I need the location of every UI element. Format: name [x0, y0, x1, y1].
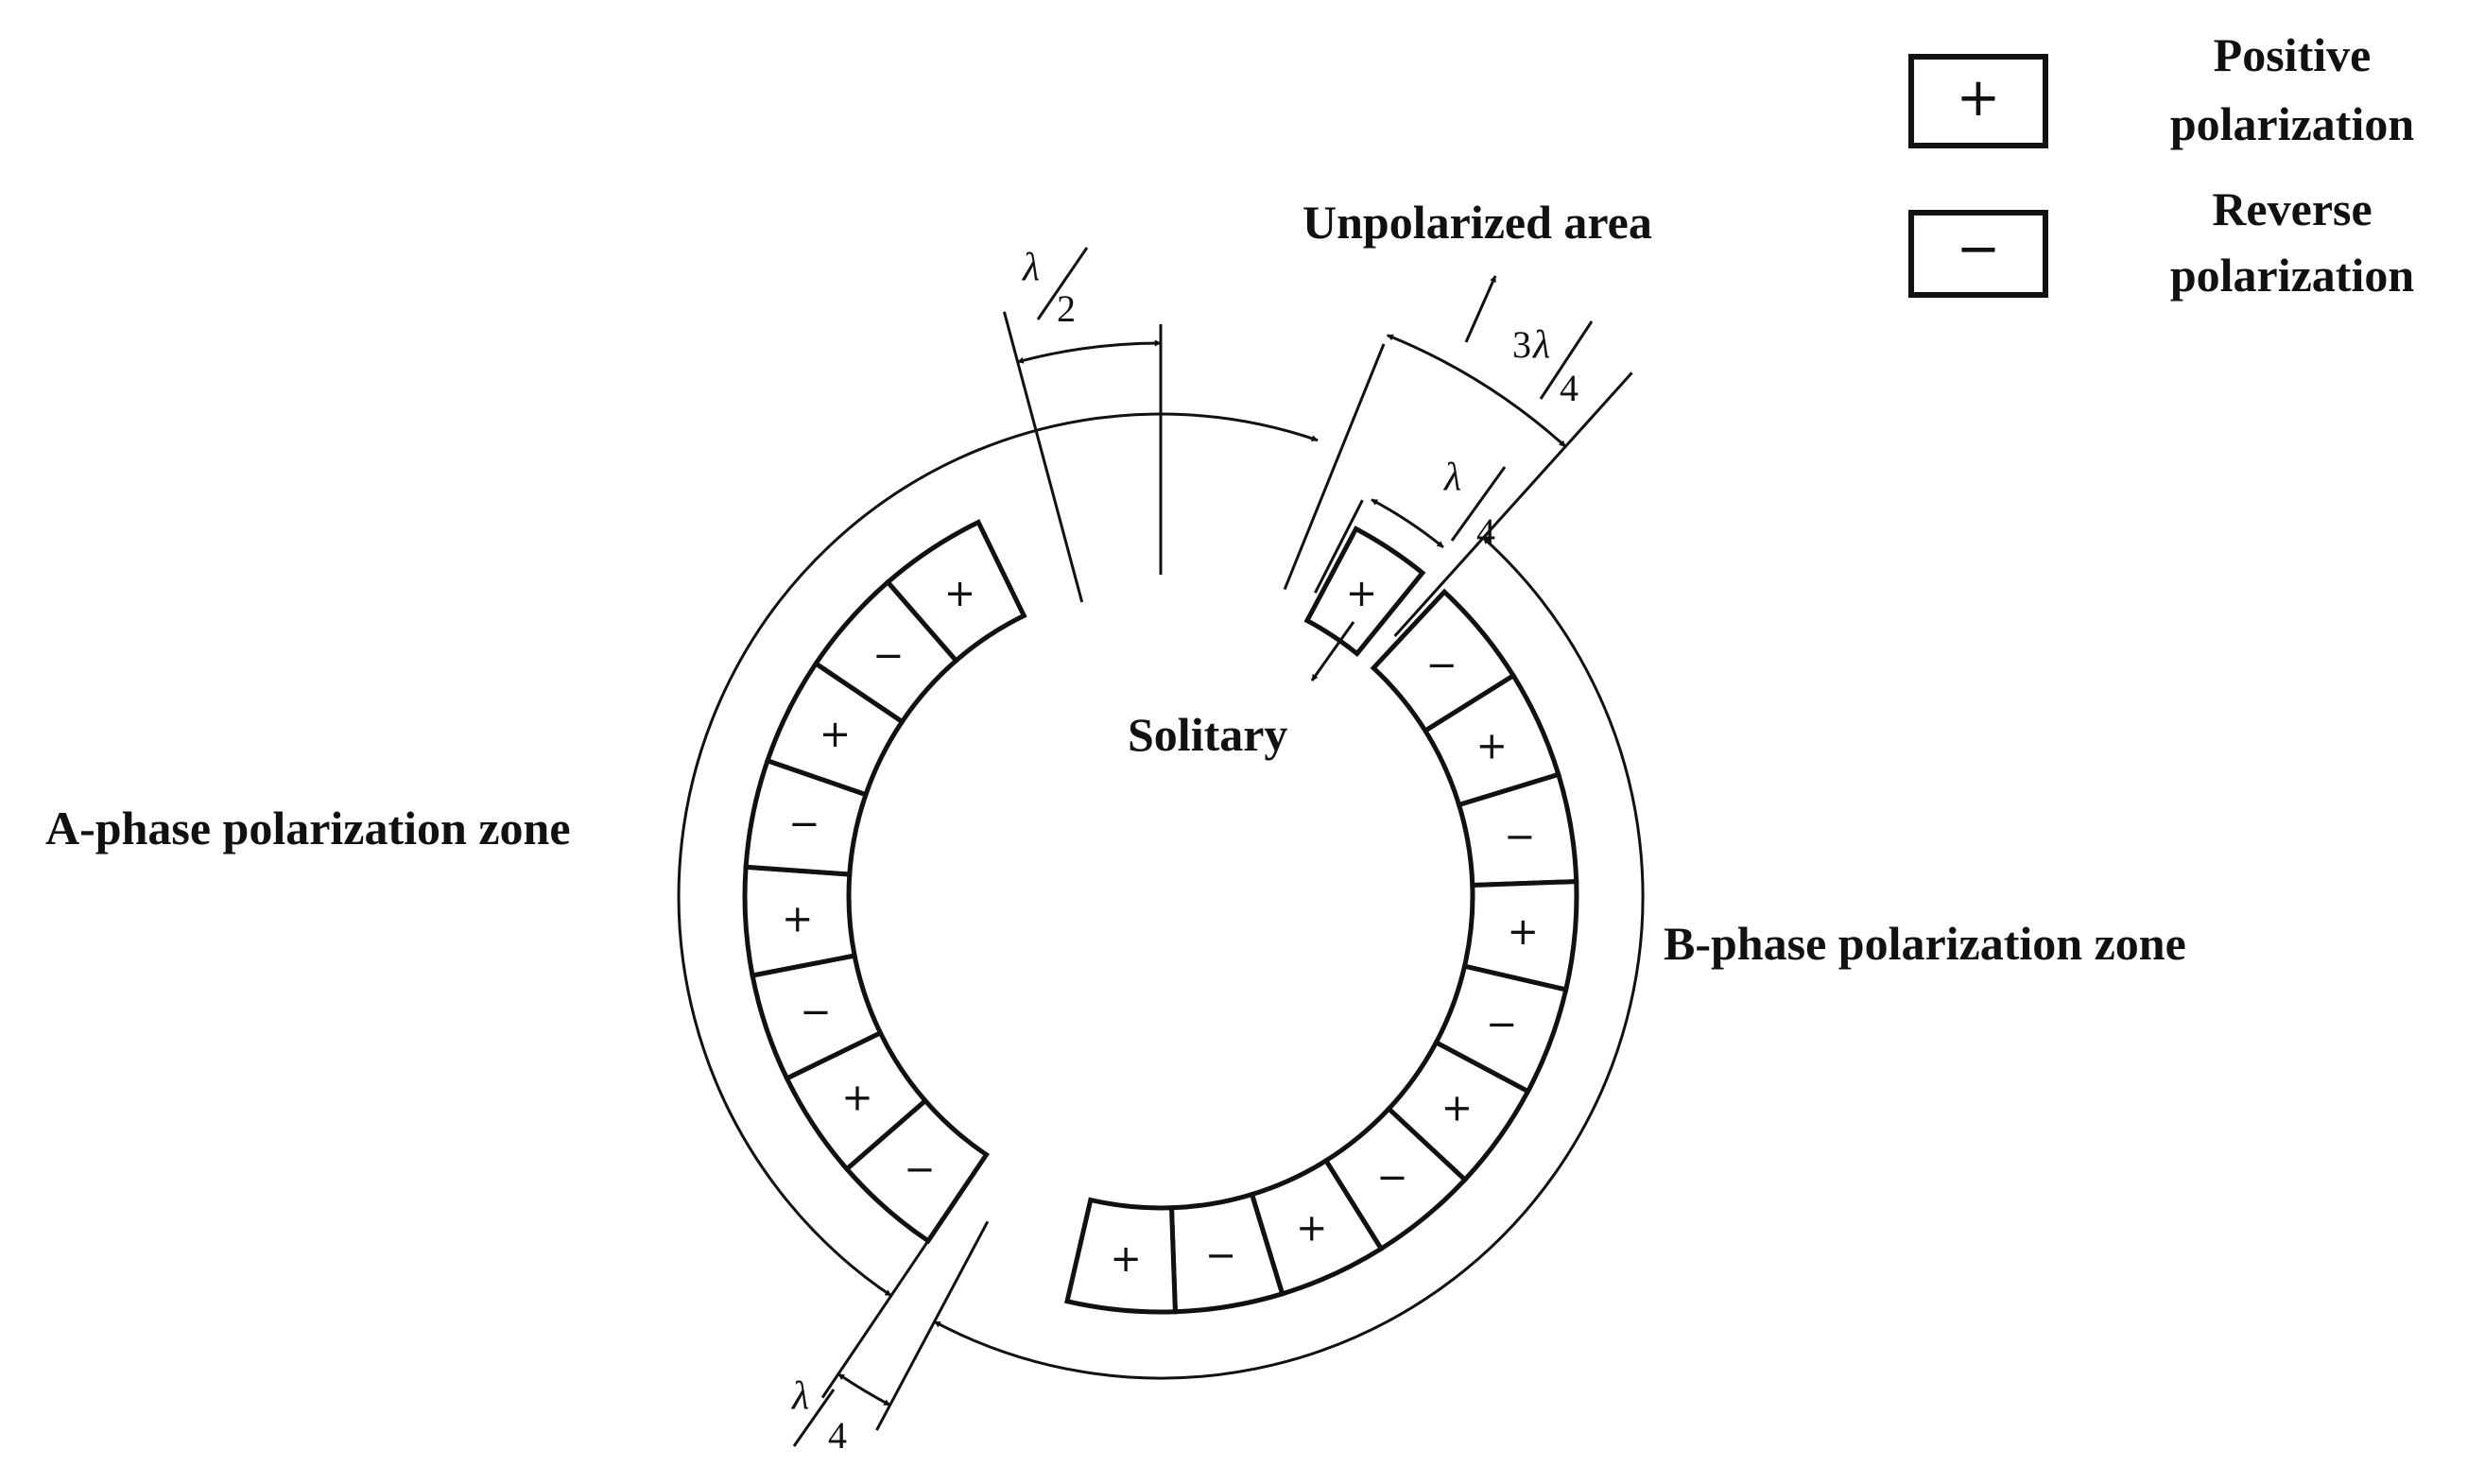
solitary-left-line	[1314, 499, 1364, 594]
b-phase-start-line	[1393, 371, 1633, 638]
a-phase-segment-sign: −	[788, 802, 820, 846]
a-phase-segment-sign: −	[904, 1148, 936, 1191]
quarter-wave-fraction-bar	[1450, 466, 1507, 542]
three-quarter-label: 3 λ 4	[1512, 320, 1594, 409]
half-wave-lambda: λ	[1021, 246, 1040, 289]
solitary-segment-sign: +	[1346, 572, 1378, 615]
quarter-wave-label: λ 4	[1442, 456, 1507, 553]
half-wave-fraction-bar	[1036, 247, 1089, 320]
a-phase-segment-sign: +	[782, 898, 814, 941]
b-phase-segments: −+−+−+−+−+	[1064, 588, 1579, 1315]
legend-positive-symbol: +	[1957, 67, 2001, 129]
half-wave-label: λ 2	[1021, 246, 1089, 330]
b-phase-zone-label: B-phase polarization zone	[1664, 917, 2186, 970]
three-quarter-dimension-arc	[1387, 334, 1567, 448]
bottom-quarter-denominator: 4	[828, 1414, 847, 1457]
quarter-wave-lambda: λ	[1442, 456, 1461, 499]
b-phase-segment-sign: +	[1507, 910, 1539, 954]
bottom-gap-line-b	[875, 1220, 990, 1431]
three-quarter-fraction-bar	[1539, 320, 1594, 400]
a-phase-segment-sign: +	[841, 1077, 873, 1120]
half-wave-denominator: 2	[1057, 287, 1076, 330]
b-phase-segment-sign: −	[1486, 1003, 1518, 1046]
legend: + Positive polarization − Reverse polari…	[1908, 28, 2415, 302]
legend-reverse-line1: Reverse	[2212, 182, 2372, 235]
bottom-quarter-fraction-bar	[792, 1389, 836, 1447]
a-phase-zone-arc	[677, 412, 1319, 1298]
bottom-quarter-dimension-arc	[837, 1372, 891, 1406]
half-wave-dimension-arc	[1016, 339, 1162, 364]
legend-positive-box	[1908, 54, 2048, 148]
solitary-label: Solitary	[1128, 708, 1287, 761]
legend-reverse-line2: polarization	[2170, 249, 2415, 302]
b-phase-segment-sign: +	[1296, 1206, 1328, 1250]
a-phase-segments: −+−+−+−+	[742, 519, 1027, 1245]
unpolarized-arrow	[1464, 275, 1497, 343]
b-phase-segment-sign: +	[1110, 1237, 1142, 1281]
three-quarter-coefficient: 3	[1512, 323, 1531, 366]
three-quarter-lambda: λ	[1531, 323, 1550, 367]
legend-reverse-box	[1908, 210, 2048, 298]
bottom-quarter-label: λ 4	[790, 1374, 847, 1457]
bottom-quarter-lambda: λ	[790, 1374, 809, 1418]
three-quarter-denominator: 4	[1560, 367, 1579, 409]
b-phase-segment-sign: −	[1504, 816, 1536, 859]
a-phase-segment-sign: −	[872, 634, 905, 678]
a-phase-segment-sign: +	[944, 572, 976, 615]
unpolarized-gap-line	[1283, 343, 1386, 591]
b-phase-segment-sign: +	[1441, 1087, 1474, 1130]
legend-positive-line1: Positive	[2214, 28, 2372, 81]
unpolarized-area-label: Unpolarized area	[1303, 196, 1652, 249]
quarter-wave-dimension-arc	[1371, 498, 1444, 549]
bottom-gap-line-a	[820, 1200, 957, 1399]
b-phase-segment-sign: −	[1205, 1234, 1237, 1278]
solitary-arrow	[1310, 621, 1355, 682]
b-phase-zone-arc	[933, 536, 1645, 1380]
legend-positive-line2: polarization	[2170, 97, 2415, 150]
legend-reverse-symbol: −	[1957, 218, 2001, 280]
b-phase-segment-sign: −	[1425, 644, 1458, 687]
a-phase-segment-sign: +	[819, 713, 852, 756]
b-phase-segment-sign: −	[1376, 1156, 1408, 1199]
b-phase-segment-sign: +	[1476, 724, 1509, 768]
a-phase-segment-sign: −	[800, 991, 832, 1034]
a-phase-zone-label: A-phase polarization zone	[45, 802, 571, 854]
quarter-wave-denominator: 4	[1476, 510, 1495, 553]
